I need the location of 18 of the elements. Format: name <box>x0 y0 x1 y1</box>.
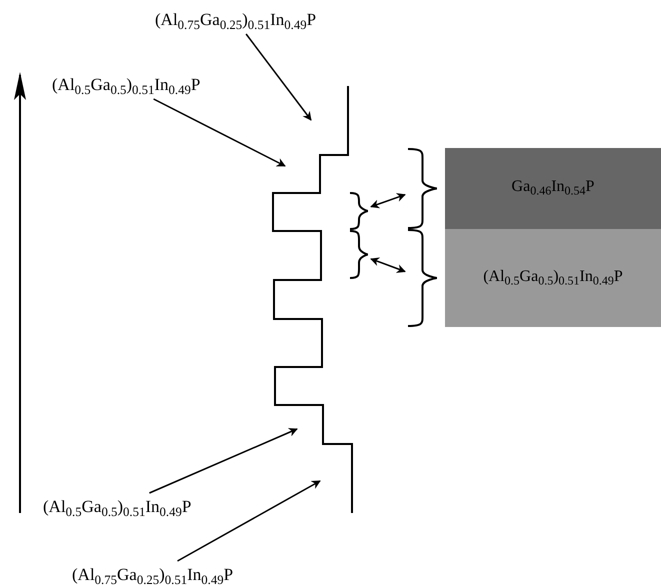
formula-label: (Al$_{0.75}$Ga$_{0.25}$)$_{0.51}$In$_{0.49}$P <box>72 565 234 585</box>
curly-brace <box>350 230 368 279</box>
formula-label: Ga$_{0.46}$In$_{0.54}$P <box>512 178 594 199</box>
layer-block <box>445 148 661 229</box>
double-arrow <box>370 258 406 273</box>
leader-arrow <box>246 34 312 121</box>
formula-label: (Al$_{0.5}$Ga$_{0.5}$)$_{0.51}$In$_{0.49}$P <box>52 75 200 95</box>
leader-arrow <box>177 480 321 562</box>
formula-label: (Al$_{0.5}$Ga$_{0.5}$)$_{0.51}$In$_{0.49}$P <box>483 268 623 288</box>
layer-block <box>445 229 661 327</box>
leader-arrow <box>153 98 286 167</box>
curly-brace <box>408 148 437 229</box>
leader-arrow <box>149 428 298 494</box>
formula-label: (Al$_{0.5}$Ga$_{0.5}$)$_{0.51}$In$_{0.49}$P <box>43 497 192 517</box>
curly-brace <box>408 229 437 327</box>
formula-label: (Al$_{0.75}$Ga$_{0.25}$)$_{0.51}$In$_{0.49}$P <box>155 10 316 30</box>
curly-brace <box>350 192 368 230</box>
double-arrow <box>370 193 406 208</box>
